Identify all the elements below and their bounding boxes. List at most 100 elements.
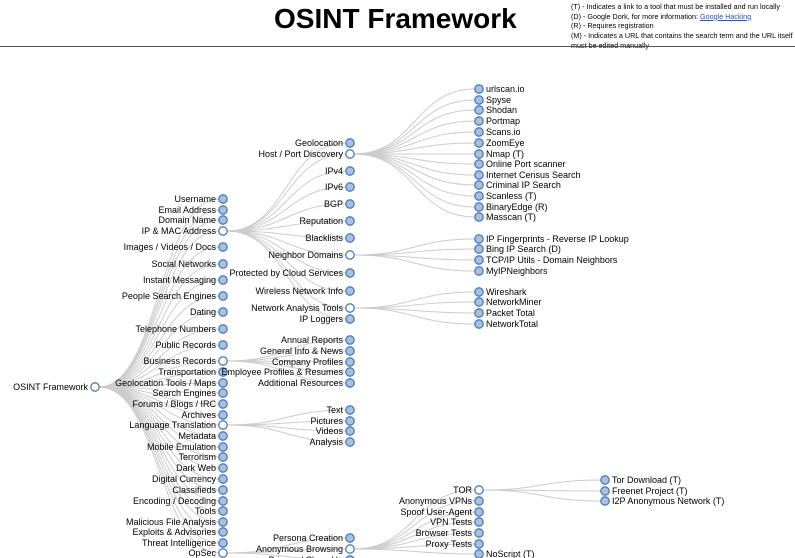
tree-node-circle[interactable] [345, 405, 355, 415]
tree-node-reputation[interactable]: Reputation [299, 216, 355, 226]
tree-node-circle[interactable] [345, 346, 355, 356]
tree-node-terrorism[interactable]: Terrorism [179, 452, 228, 462]
tree-node-circle[interactable] [474, 517, 484, 527]
tree-node-encoding-decoding[interactable]: Encoding / Decoding [133, 496, 228, 506]
tree-node-text[interactable]: Text [326, 405, 355, 415]
tree-node-tcp-ip-utils-domain-neighbors[interactable]: TCP/IP Utils - Domain Neighbors [474, 255, 618, 265]
tree-node-packet-total[interactable]: Packet Total [474, 308, 535, 318]
tree-node-digital-currency[interactable]: Digital Currency [152, 474, 228, 484]
tree-node-analysis[interactable]: Analysis [309, 437, 355, 447]
tree-node-people-search-engines[interactable]: People Search Engines [122, 291, 228, 301]
google-hacking-link[interactable]: Google Hacking [700, 11, 752, 21]
tree-node-bgp[interactable]: BGP [324, 199, 355, 209]
tree-node-public-records[interactable]: Public Records [155, 340, 228, 350]
tree-node-circle[interactable] [474, 212, 484, 222]
tree-node-email-address[interactable]: Email Address [158, 205, 228, 215]
tree-node-circle[interactable] [600, 486, 610, 496]
tree-node-anonymous-browsing[interactable]: Anonymous Browsing [256, 544, 355, 554]
tree-node-urlscan-io[interactable]: urlscan.io [474, 84, 525, 94]
tree-node-circle[interactable] [218, 527, 228, 537]
tree-node-circle[interactable] [345, 199, 355, 209]
tree-node-wireless-network-info[interactable]: Wireless Network Info [255, 286, 355, 296]
tree-node-network-analysis-tools[interactable]: Network Analysis Tools [251, 303, 355, 313]
tree-node-circle[interactable] [474, 266, 484, 276]
tree-node-circle[interactable] [218, 410, 228, 420]
tree-node-proxy-tests[interactable]: Proxy Tests [426, 539, 484, 549]
tree-node-circle[interactable] [474, 191, 484, 201]
tree-node-circle[interactable] [218, 442, 228, 452]
tree-node-employee-profiles-resumes[interactable]: Employee Profiles & Resumes [221, 367, 355, 377]
tree-node-threat-intelligence[interactable]: Threat Intelligence [142, 538, 228, 548]
tree-node-circle[interactable] [474, 319, 484, 329]
tree-node-malicious-file-analysis[interactable]: Malicious File Analysis [126, 517, 228, 527]
tree-node-criminal-ip-search[interactable]: Criminal IP Search [474, 180, 561, 190]
tree-node-spoof-user-agent[interactable]: Spoof User-Agent [400, 507, 484, 517]
tree-node-circle[interactable] [218, 548, 228, 558]
tree-node-circle[interactable] [345, 138, 355, 148]
tree-node-circle[interactable] [345, 233, 355, 243]
tree-node-search-engines[interactable]: Search Engines [152, 388, 228, 398]
tree-node-circle[interactable] [90, 382, 100, 392]
tree-node-circle[interactable] [600, 475, 610, 485]
tree-node-circle[interactable] [218, 378, 228, 388]
tree-node-circle[interactable] [345, 182, 355, 192]
tree-node-circle[interactable] [474, 244, 484, 254]
tree-node-circle[interactable] [474, 159, 484, 169]
tree-node-anonymous-vpns[interactable]: Anonymous VPNs [399, 496, 484, 506]
tree-node-language-translation[interactable]: Language Translation [129, 420, 228, 430]
tree-node-circle[interactable] [474, 149, 484, 159]
tree-node-videos[interactable]: Videos [316, 426, 355, 436]
tree-node-scanless-t[interactable]: Scanless (T) [474, 191, 537, 201]
tree-node-scans-io[interactable]: Scans.io [474, 127, 521, 137]
tree-node-geolocation-tools-maps[interactable]: Geolocation Tools / Maps [115, 378, 228, 388]
tree-node-dark-web[interactable]: Dark Web [176, 463, 228, 473]
tree-node-geolocation[interactable]: Geolocation [295, 138, 355, 148]
tree-node-i2p-anonymous-network-t[interactable]: I2P Anonymous Network (T) [600, 496, 725, 506]
tree-node-networkminer[interactable]: NetworkMiner [474, 297, 542, 307]
tree-node-metadata[interactable]: Metadata [178, 431, 228, 441]
tree-node-circle[interactable] [218, 496, 228, 506]
tree-node-annual-reports[interactable]: Annual Reports [281, 335, 355, 345]
tree-node-masscan-t[interactable]: Masscan (T) [474, 212, 536, 222]
tree-node-circle[interactable] [345, 335, 355, 345]
tree-node-circle[interactable] [218, 205, 228, 215]
tree-node-general-info-news[interactable]: General Info & News [260, 346, 355, 356]
tree-node-circle[interactable] [218, 340, 228, 350]
tree-node-binaryedge-r[interactable]: BinaryEdge (R) [474, 202, 548, 212]
tree-node-blacklists[interactable]: Blacklists [305, 233, 355, 243]
tree-node-images-videos-docs[interactable]: Images / Videos / Docs [124, 242, 228, 252]
tree-node-circle[interactable] [345, 216, 355, 226]
tree-node-circle[interactable] [474, 127, 484, 137]
tree-node-host-port-discovery[interactable]: Host / Port Discovery [258, 149, 355, 159]
tree-node-telephone-numbers[interactable]: Telephone Numbers [135, 324, 228, 334]
tree-node-circle[interactable] [345, 533, 355, 543]
tree-node-circle[interactable] [474, 116, 484, 126]
tree-node-protected-by-cloud-services[interactable]: Protected by Cloud Services [229, 268, 355, 278]
tree-node-circle[interactable] [474, 287, 484, 297]
tree-node-circle[interactable] [345, 268, 355, 278]
tree-node-domain-name[interactable]: Domain Name [158, 215, 228, 225]
tree-node-circle[interactable] [474, 507, 484, 517]
tree-node-circle[interactable] [345, 314, 355, 324]
tree-node-circle[interactable] [345, 250, 355, 260]
tree-node-circle[interactable] [345, 416, 355, 426]
tree-node-circle[interactable] [345, 426, 355, 436]
tree-node-circle[interactable] [218, 226, 228, 236]
tree-node-freenet-project-t[interactable]: Freenet Project (T) [600, 486, 688, 496]
tree-node-pictures[interactable]: Pictures [310, 416, 355, 426]
tree-node-circle[interactable] [474, 95, 484, 105]
tree-node-circle[interactable] [345, 544, 355, 554]
tree-node-circle[interactable] [600, 496, 610, 506]
tree-node-circle[interactable] [474, 485, 484, 495]
tree-node-tor[interactable]: TOR [453, 485, 484, 495]
tree-node-circle[interactable] [474, 202, 484, 212]
tree-node-circle[interactable] [474, 496, 484, 506]
tree-node-online-port-scanner[interactable]: Online Port scanner [474, 159, 566, 169]
tree-node-circle[interactable] [218, 485, 228, 495]
tree-node-osint-framework[interactable]: OSINT Framework [13, 382, 100, 392]
tree-node-business-records[interactable]: Business Records [143, 356, 228, 366]
tree-node-circle[interactable] [218, 431, 228, 441]
tree-node-circle[interactable] [474, 255, 484, 265]
tree-node-additional-resources[interactable]: Additional Resources [258, 378, 355, 388]
tree-node-circle[interactable] [218, 420, 228, 430]
